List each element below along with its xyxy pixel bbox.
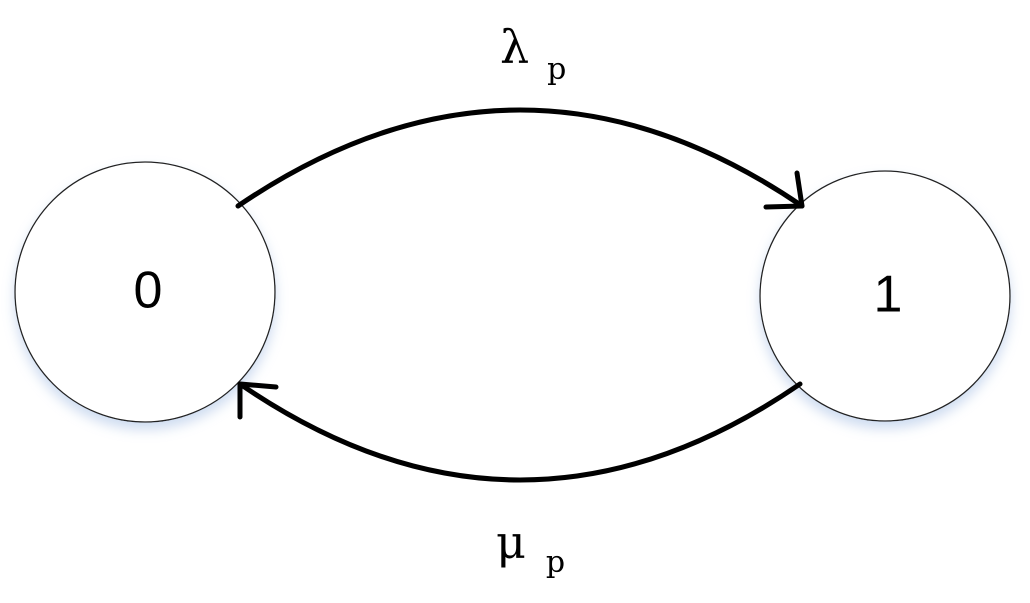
state-label-0: 0 [134,262,163,320]
transition-1-to-0[interactable]: μ p [237,381,803,580]
transition-arc-1-to-0 [237,381,803,483]
state-circle-1 [759,170,1011,422]
transition-0-to-1[interactable]: λ p [235,20,805,210]
state-node-0[interactable]: 0 [14,161,276,423]
rate-symbol-lambda: λ [500,20,529,74]
rate-subscript-lambda: p [547,52,566,87]
transition-label-1-to-0: μ p [496,515,565,580]
arrowhead-0-to-1 [763,170,805,210]
transition-label-0-to-1: λ p [500,20,566,87]
state-label-1: 1 [874,266,903,324]
state-circle-0 [14,161,276,423]
rate-subscript-mu: p [546,545,565,580]
rate-symbol-mu: μ [496,515,526,569]
transition-arc-0-to-1 [235,107,805,209]
arrowhead-1-to-0 [237,381,279,420]
state-node-1[interactable]: 1 [759,170,1011,422]
